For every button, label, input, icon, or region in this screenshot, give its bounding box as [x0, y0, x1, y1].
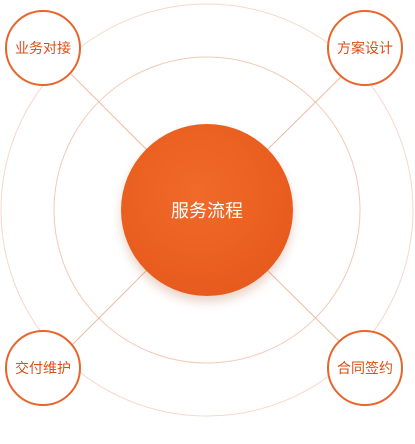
connector-bottom-left	[69, 268, 149, 348]
node-contract-signing: 合同签约	[327, 330, 403, 406]
node-solution-design: 方案设计	[327, 10, 403, 86]
connector-bottom-right	[265, 268, 346, 348]
node-label-delivery-maintenance: 交付维护	[15, 360, 71, 376]
connector-top-left	[69, 72, 149, 152]
node-label-contract-signing: 合同签约	[337, 360, 393, 376]
outer-ring	[0, 3, 414, 417]
node-label-business-connection: 业务对接	[15, 40, 71, 56]
center-circle: 服务流程	[121, 124, 293, 296]
node-label-solution-design: 方案设计	[337, 40, 393, 56]
node-business-connection: 业务对接	[5, 10, 81, 86]
middle-ring	[53, 56, 361, 364]
center-label: 服务流程	[171, 201, 243, 221]
connector-top-right	[265, 72, 346, 152]
node-delivery-maintenance: 交付维护	[5, 330, 81, 406]
